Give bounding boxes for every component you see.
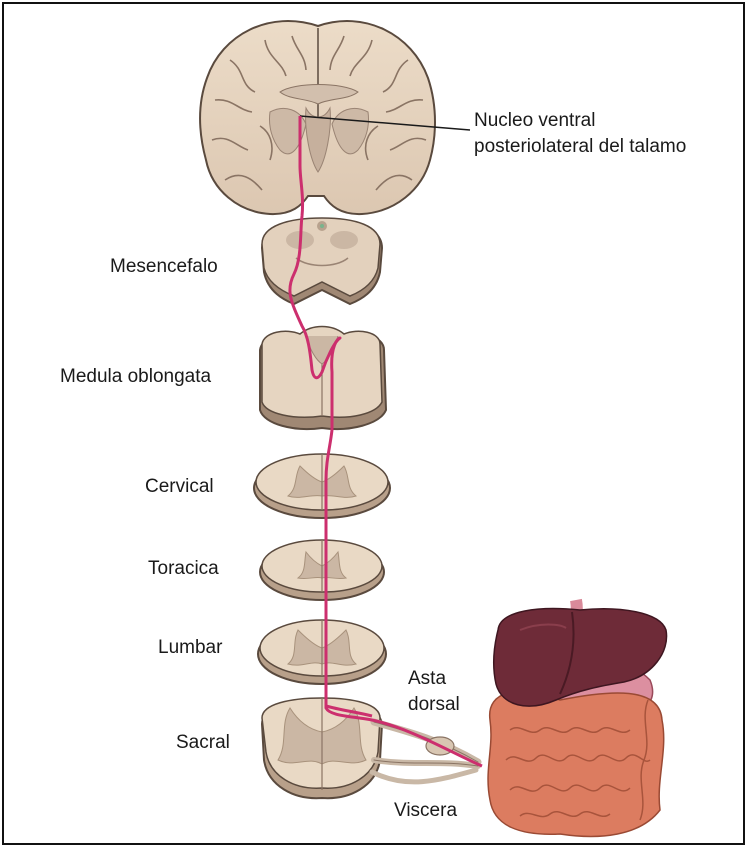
lumbar-section [258,620,386,684]
lumbar-label: Lumbar [158,637,222,660]
thoracic-section [260,540,384,600]
thalamus-label-line2: posteriolateral del talamo [474,136,686,159]
thalamus-label-line1: Nucleo ventral [474,110,595,133]
viscera-label: Viscera [394,800,457,823]
cervical-label: Cervical [145,476,214,499]
spinal-nerve-roots [372,722,478,782]
cervical-section [254,454,390,518]
dorsal-horn-label-line1: Asta [408,668,446,691]
viscera-organs [488,600,667,836]
thoracic-label: Toracica [148,558,219,581]
mesencephalon-section [262,218,382,304]
mesencephalon-label: Mesencefalo [110,256,218,279]
medulla-label: Medula oblongata [60,366,211,389]
sacral-label: Sacral [176,732,230,755]
medulla-oblongata-section [260,327,386,430]
dorsal-horn-label-line2: dorsal [408,694,460,717]
